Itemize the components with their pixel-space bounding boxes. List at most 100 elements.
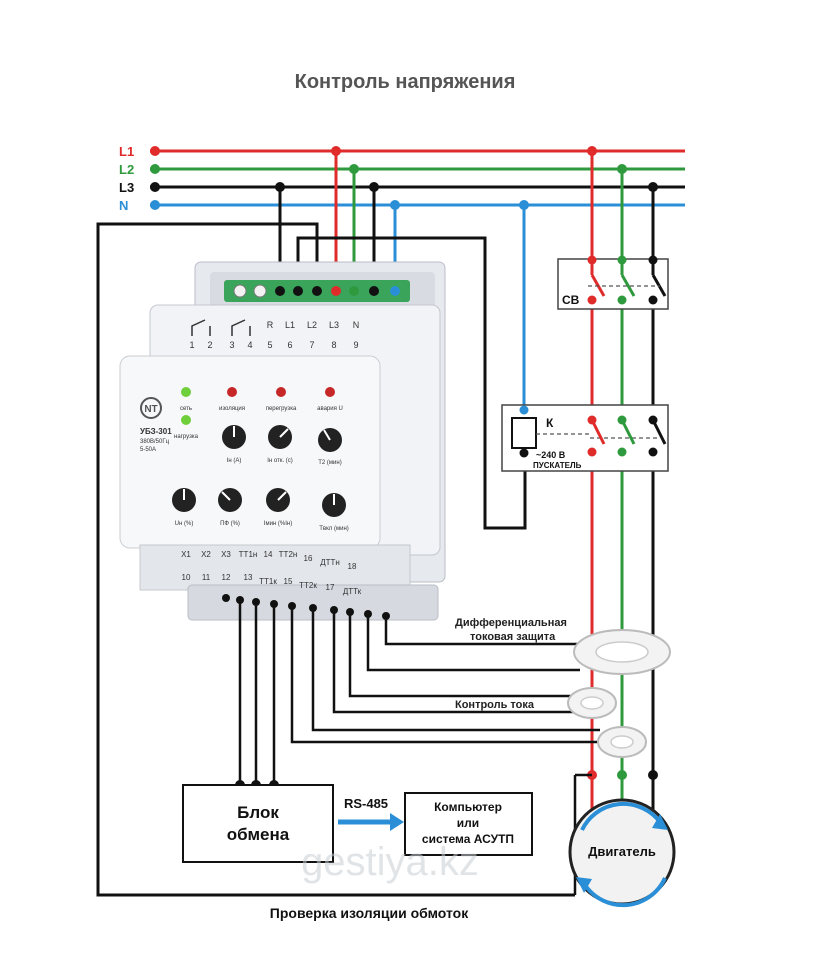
line-label-l2: L2: [119, 162, 134, 177]
bus-lines: [150, 149, 685, 207]
svg-text:16: 16: [304, 554, 313, 563]
line-label-n: N: [119, 198, 128, 213]
breaker-label: СВ: [562, 293, 580, 307]
svg-text:11: 11: [202, 573, 211, 582]
top-terminal-num: 1: [189, 340, 194, 350]
motor-terminal-dots: [587, 770, 658, 780]
computer-block: Компьютер или система АСУТП: [404, 792, 533, 856]
relay-device: 1 2 3 4 5 6 7 8 9 R L1 L2 L3 N NT УБЗ-30…: [119, 261, 446, 621]
top-terminal-num: 8: [331, 340, 336, 350]
top-terminal-screws: [233, 284, 400, 298]
diff-protection-label-2: токовая защита: [470, 631, 556, 643]
computer-block-line1: Компьютер: [434, 800, 502, 814]
circuit-breaker: СВ: [557, 255, 669, 310]
led-label: изоляция: [219, 406, 245, 412]
current-transformers: [567, 629, 671, 758]
motor: Двигатель: [568, 798, 676, 908]
bottom-terminal-labels-bottom: 10 11 12 13 ТТ1к 15 ТТ2к 17 ДТТк: [182, 573, 362, 596]
led-label: перегрузка: [266, 406, 297, 412]
rs485-label: RS-485: [344, 796, 388, 811]
knob-trip-time: [268, 425, 292, 449]
contactor-starter: ПУСКАТЕЛЬ: [533, 461, 582, 470]
svg-text:15: 15: [284, 577, 293, 586]
top-terminal-label: R: [267, 320, 274, 330]
led-load: [181, 415, 191, 425]
sensor-wires: [238, 600, 608, 785]
svg-text:ДТТн: ДТТн: [320, 558, 340, 567]
svg-text:ТТ1к: ТТ1к: [259, 577, 277, 586]
top-terminal-label: L2: [307, 320, 317, 330]
led-overload: [276, 387, 286, 397]
current-control-label: Контроль тока: [455, 699, 535, 711]
knob-label: ПФ (%): [220, 521, 240, 527]
knob-label: T2 (мин): [318, 460, 341, 466]
exchange-block-line1: Блок: [237, 803, 279, 822]
manufacturer-logo: NT: [140, 397, 162, 419]
contactor: К ~240 В ПУСКАТЕЛЬ: [501, 404, 669, 472]
diff-protection-label-1: Дифференциальная: [455, 617, 567, 629]
svg-text:X2: X2: [201, 550, 211, 559]
led-label: сеть: [180, 406, 192, 412]
led-power: [181, 387, 191, 397]
svg-text:ТТ1н: ТТ1н: [239, 550, 258, 559]
top-terminal-num: 7: [309, 340, 314, 350]
svg-text:18: 18: [348, 562, 357, 571]
knob-min-current: [266, 488, 290, 512]
top-terminal-num: 3: [229, 340, 234, 350]
led-insulation: [227, 387, 237, 397]
bottom-terminal-labels-top: X1 X2 X3 ТТ1н 14 ТТ2н 16 ДТТн 18: [181, 550, 357, 571]
bus-dots: [150, 146, 160, 210]
svg-text:12: 12: [222, 573, 231, 582]
svg-text:X1: X1: [181, 550, 191, 559]
diagram-title: Контроль напряжения: [295, 71, 516, 93]
motor-label: Двигатель: [588, 844, 656, 859]
led-label: авария U: [317, 406, 343, 412]
device-model-current: 5-50А: [140, 447, 156, 453]
knob-label: Iмин (%Iн): [264, 521, 292, 527]
arrow-right-icon: [390, 813, 404, 831]
rs485-link: RS-485: [338, 796, 404, 831]
knob-label: Iн отк. (с): [267, 458, 293, 464]
top-terminal-num: 9: [353, 340, 358, 350]
svg-text:17: 17: [326, 583, 335, 592]
svg-text:13: 13: [244, 573, 253, 582]
svg-text:X3: X3: [221, 550, 231, 559]
exchange-block-line2: обмена: [227, 825, 290, 844]
knob-label: Uн (%): [175, 521, 194, 527]
knob-label: Iн (А): [227, 458, 242, 464]
watermark: gestiya.kz: [301, 840, 479, 884]
top-terminal-label: L1: [285, 320, 295, 330]
device-model-voltage: 380В/50Гц: [140, 439, 170, 445]
led-label: нагрузка: [174, 434, 199, 440]
top-terminal-label: L3: [329, 320, 339, 330]
line-label-l3: L3: [119, 180, 134, 195]
top-terminal-num: 5: [267, 340, 272, 350]
knob-voltage: [172, 488, 196, 512]
knob-label: Tвкл (мин): [319, 526, 349, 532]
top-terminal-num: 4: [247, 340, 252, 350]
svg-text:NT: NT: [144, 404, 157, 415]
device-model: УБЗ-301: [140, 427, 172, 436]
knob-restart-time: [322, 493, 346, 517]
top-terminal-label: N: [353, 320, 360, 330]
relay-contact-symbols: [191, 319, 251, 336]
contactor-voltage: ~240 В: [536, 450, 566, 460]
svg-text:ДТТк: ДТТк: [343, 587, 362, 596]
supply-junction-dots: [275, 146, 658, 210]
knob-t2: [318, 428, 342, 452]
led-voltage-fault: [325, 387, 335, 397]
top-terminal-num: 6: [287, 340, 292, 350]
knob-rated-current: [222, 425, 246, 449]
top-terminal-num: 2: [207, 340, 212, 350]
insulation-check-label: Проверка изоляции обмоток: [270, 905, 469, 921]
svg-text:ТТ2к: ТТ2к: [299, 581, 317, 590]
svg-text:10: 10: [182, 573, 191, 582]
exchange-block: Блок обмена: [182, 784, 334, 863]
svg-text:ТТ2н: ТТ2н: [279, 550, 298, 559]
contactor-label: К: [546, 416, 554, 430]
device-supply-wires: [96, 151, 575, 897]
computer-block-line2: или: [457, 816, 479, 830]
knob-phase-imbalance: [218, 488, 242, 512]
svg-text:14: 14: [264, 550, 273, 559]
